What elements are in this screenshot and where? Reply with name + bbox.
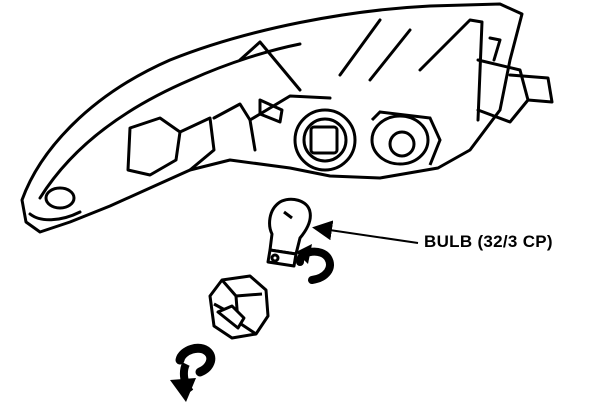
bulb-socket-opening xyxy=(293,108,357,172)
lamp-housing xyxy=(20,2,554,234)
bulb-illustration xyxy=(266,197,312,268)
rotate-counterclockwise-arrow-icon xyxy=(170,343,216,402)
rotate-counterclockwise-arrow-icon xyxy=(296,244,334,284)
bulb-callout-label: BULB (32/3 CP) xyxy=(424,232,553,251)
side-lamp-unit xyxy=(370,110,442,166)
bulb-leader-line xyxy=(312,220,419,244)
removed-bulb-socket xyxy=(208,274,270,340)
